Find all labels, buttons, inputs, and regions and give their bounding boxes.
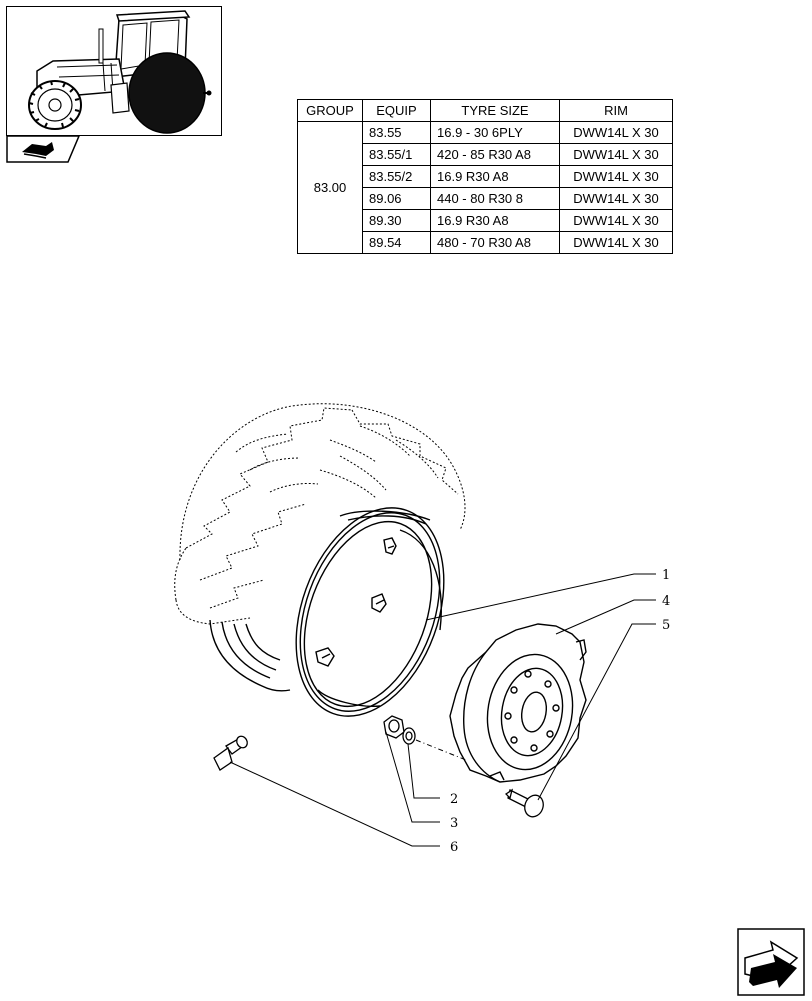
equip-cell: 83.55/1	[362, 143, 431, 166]
callout-1: 1	[662, 568, 670, 583]
tyre-size-cell: 480 - 70 R30 A8	[430, 231, 560, 254]
equip-cell: 89.54	[362, 231, 431, 254]
equip-cell: 89.30	[362, 209, 431, 232]
callout-3: 3	[450, 816, 458, 831]
rim-cell: DWW14L X 30	[559, 231, 673, 254]
book-arrow-icon[interactable]	[6, 135, 81, 163]
tyre-outline	[174, 403, 466, 625]
tractor-thumbnail	[6, 6, 222, 136]
next-page-arrow-icon[interactable]	[737, 928, 805, 996]
wheel-bolt	[504, 788, 544, 818]
table-row: 89.06 440 - 80 R30 8 DWW14L X 30	[298, 187, 673, 210]
washer	[402, 727, 416, 745]
callout-6: 6	[450, 840, 458, 855]
rim-cell: DWW14L X 30	[559, 209, 673, 232]
callout-4: 4	[662, 594, 670, 609]
wheel-nut	[383, 715, 405, 739]
tyre-spec-table: GROUP EQUIP TYRE SIZE RIM 83.00 83.55 16…	[297, 99, 673, 254]
table-header-row: GROUP EQUIP TYRE SIZE RIM	[297, 99, 673, 122]
tyre-size-cell: 420 - 85 R30 A8	[430, 143, 560, 166]
leader-lines	[229, 573, 656, 847]
wheel-centre-disc	[449, 623, 587, 783]
wheel-rim	[295, 507, 445, 717]
callout-5: 5	[662, 618, 670, 633]
tyre-size-cell: 16.9 R30 A8	[430, 209, 560, 232]
table-row: 89.54 480 - 70 R30 A8 DWW14L X 30	[298, 231, 673, 254]
assembly-axis-line	[415, 739, 467, 761]
callout-2: 2	[450, 792, 458, 807]
tyre-sidewall	[209, 619, 291, 692]
tyre-size-cell: 16.9 R30 A8	[430, 165, 560, 188]
table-row: 89.30 16.9 R30 A8 DWW14L X 30	[298, 209, 673, 232]
equip-cell: 83.55/2	[362, 165, 431, 188]
column-header-equip: EQUIP	[362, 99, 431, 122]
tractor-icon	[28, 10, 212, 134]
tyre-valve	[213, 735, 248, 771]
equip-cell: 89.06	[362, 187, 431, 210]
table-row: 83.55/1 420 - 85 R30 A8 DWW14L X 30	[298, 143, 673, 166]
table-row: 83.55/2 16.9 R30 A8 DWW14L X 30	[298, 165, 673, 188]
